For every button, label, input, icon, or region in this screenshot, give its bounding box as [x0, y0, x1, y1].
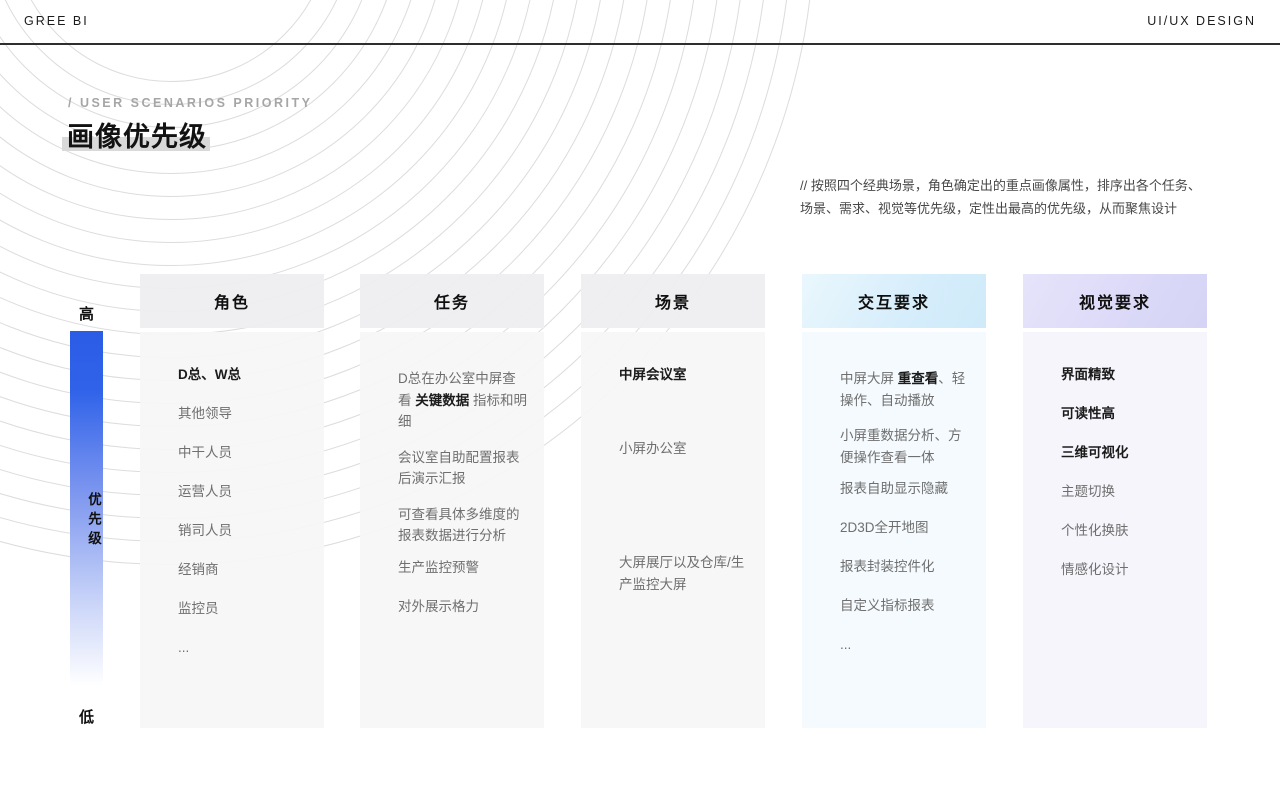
list-item: 销司人员 — [178, 523, 232, 538]
list-item: 对外展示格力 — [398, 598, 479, 614]
column-roles: D总、W总 其他领导 中干人员 运营人员 销司人员 经销商 监控员 ... — [140, 332, 324, 728]
list-item: 中屏大屏 重查看、轻操作、自动播放 — [840, 371, 966, 408]
column-header-interaction: 交互要求 — [802, 274, 986, 328]
list-item: 中干人员 — [178, 445, 232, 460]
column-title: 场景 — [654, 295, 691, 312]
column-title: 角色 — [213, 295, 250, 312]
list-item: 报表自助显示隐藏 — [840, 481, 948, 496]
list-item: 自定义指标报表 — [840, 598, 935, 613]
column-title: 视觉要求 — [1078, 295, 1151, 312]
priority-gradient-bar — [70, 331, 103, 693]
list-item: 经销商 — [178, 562, 219, 577]
column-scenes: 中屏会议室 小屏办公室 大屏展厅以及仓库/生产监控大屏 — [581, 332, 765, 728]
column-header-tasks: 任务 — [360, 274, 544, 328]
list-item: D总、W总 — [178, 367, 241, 382]
column-title: 任务 — [433, 295, 470, 312]
brand-label: GREE BI — [24, 14, 89, 28]
page-description: // 按照四个经典场景，角色确定出的重点画像属性，排序出各个任务、场景、需求、视… — [800, 178, 1201, 216]
list-item: 主题切换 — [1061, 484, 1115, 499]
column-header-visual: 视觉要求 — [1023, 274, 1207, 328]
list-item: 中屏会议室 — [619, 367, 687, 382]
topbar-right-label: UI/UX DESIGN — [1147, 14, 1256, 28]
list-item: 监控员 — [178, 601, 219, 616]
decor-arc — [0, 0, 470, 220]
top-divider — [0, 43, 1280, 45]
column-visual: 界面精致 可读性高 三维可视化 主题切换 个性化换肤 情感化设计 — [1023, 332, 1207, 728]
list-item: 其他领导 — [178, 406, 232, 421]
list-item-ellipsis: ... — [840, 637, 852, 652]
list-item-ellipsis: ... — [178, 640, 190, 655]
list-item: 运营人员 — [178, 484, 232, 499]
list-item: 会议室自助配置报表后演示汇报 — [398, 449, 520, 487]
decor-arc — [10, 0, 332, 82]
column-title: 交互要求 — [857, 295, 930, 312]
list-item: 报表封装控件化 — [840, 559, 935, 574]
list-item: 2D3D全开地图 — [840, 520, 929, 535]
list-item: D总在办公室中屏查看 关键数据 指标和明细 — [398, 371, 528, 429]
axis-low-label: 低 — [78, 709, 94, 726]
list-item: 可读性高 — [1061, 406, 1115, 421]
list-item: 小屏重数据分析、方便操作查看一体 — [840, 428, 962, 465]
column-interaction: 中屏大屏 重查看、轻操作、自动播放 小屏重数据分析、方便操作查看一体 报表自助显… — [802, 332, 986, 728]
axis-priority-label: 优先级 — [86, 492, 101, 551]
list-item: 界面精致 — [1061, 367, 1115, 382]
list-item: 大屏展厅以及仓库/生产监控大屏 — [619, 555, 745, 592]
eyebrow-label: / USER SCENARIOS PRIORITY — [68, 96, 313, 110]
column-header-roles: 角色 — [140, 274, 324, 328]
title-highlight — [62, 137, 210, 151]
axis-high-label: 高 — [78, 306, 94, 323]
list-item: 可查看具体多维度的报表数据进行分析 — [398, 506, 520, 544]
column-tasks: D总在办公室中屏查看 关键数据 指标和明细 会议室自助配置报表后演示汇报 可查看… — [360, 332, 544, 728]
decor-arc — [0, 0, 562, 312]
list-item: 情感化设计 — [1061, 562, 1129, 577]
page-title: 画像优先级 — [67, 122, 207, 152]
list-item: 小屏办公室 — [619, 441, 687, 456]
column-header-scenes: 场景 — [581, 274, 765, 328]
list-item: 三维可视化 — [1061, 445, 1129, 460]
list-item: 个性化换肤 — [1061, 523, 1129, 538]
list-item: 生产监控预警 — [398, 559, 479, 575]
